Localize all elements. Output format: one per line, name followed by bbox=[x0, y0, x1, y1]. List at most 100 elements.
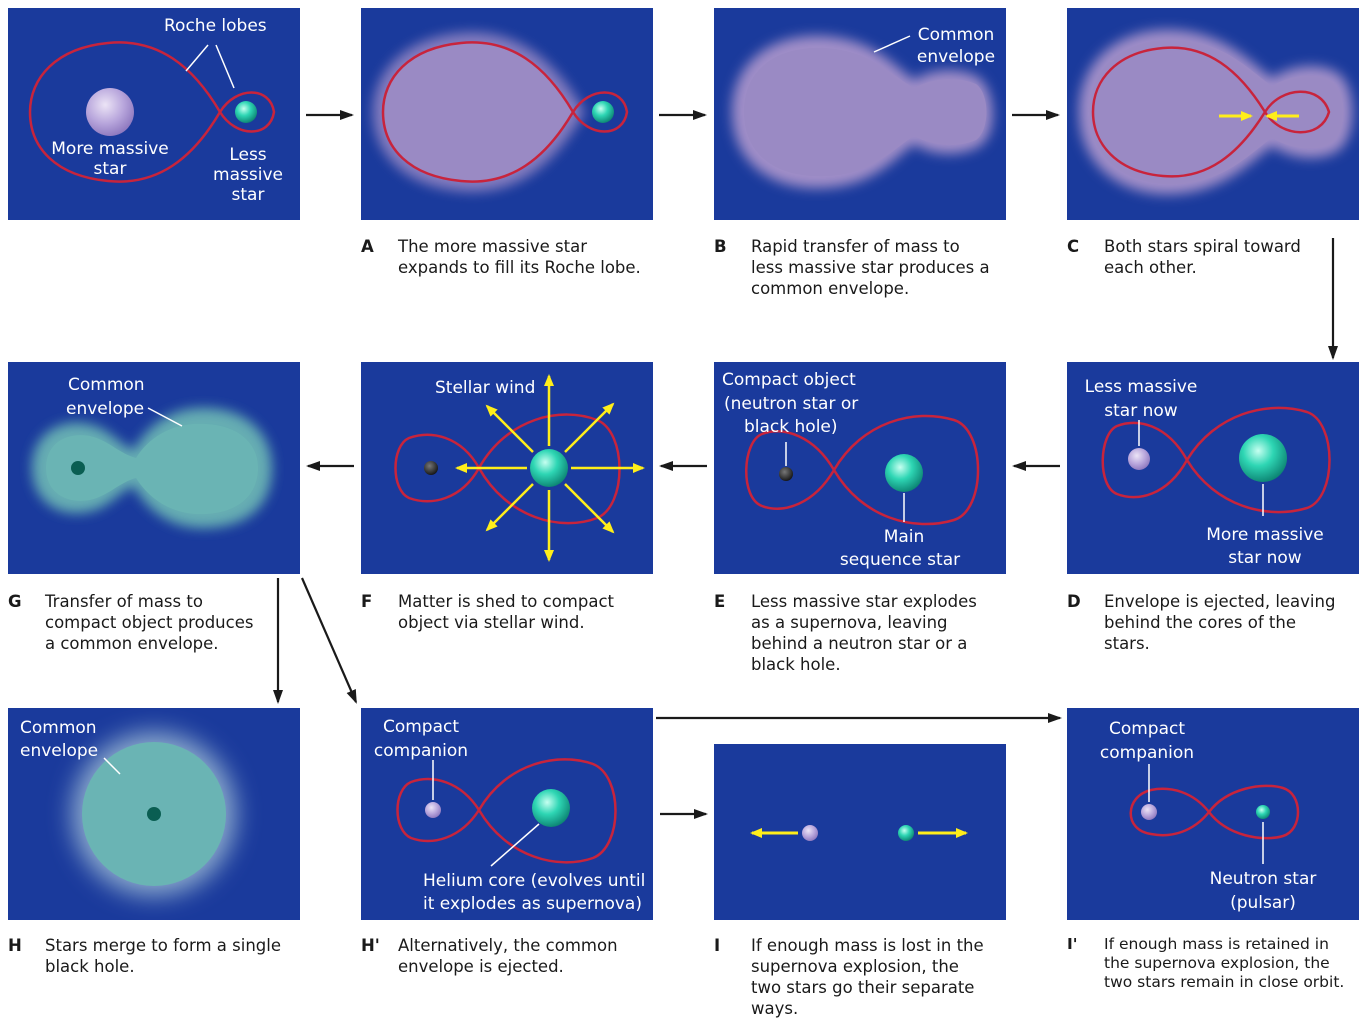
less-massive-star bbox=[235, 101, 257, 123]
filled-roche-lobe bbox=[381, 41, 575, 183]
panel-h-prime: Compact companion Helium core (evolves u… bbox=[361, 708, 653, 920]
caption-text: The more massive star expands to fill it… bbox=[398, 237, 641, 277]
compact-object bbox=[779, 467, 793, 481]
caption-a: A The more massive star expands to fill … bbox=[361, 236, 641, 278]
panel-h: Common envelope bbox=[8, 708, 300, 920]
helium-core-label: Helium core (evolves until bbox=[423, 871, 645, 891]
less-massive-now-label-2: star now bbox=[1104, 401, 1178, 421]
panel-initial-binary: Roche lobes More massive star Less massi… bbox=[8, 8, 300, 220]
black-hole bbox=[147, 807, 161, 821]
more-massive-label: More massive bbox=[51, 139, 168, 159]
caption-i: I If enough mass is lost in the supernov… bbox=[714, 935, 994, 1019]
main-sequence-label-2: sequence star bbox=[840, 550, 960, 570]
caption-b: B Rapid transfer of mass to less massive… bbox=[714, 236, 994, 299]
common-envelope-label-2: envelope bbox=[917, 47, 995, 67]
roche-lobe bbox=[745, 414, 980, 526]
caption-h-prime: H' Alternatively, the common envelope is… bbox=[361, 935, 641, 977]
caption-text: Transfer of mass to compact object produ… bbox=[45, 592, 254, 653]
caption-text: Matter is shed to compact object via ste… bbox=[398, 592, 614, 632]
less-massive-label-2: massive bbox=[213, 165, 283, 185]
caption-d: D Envelope is ejected, leaving behind th… bbox=[1067, 591, 1347, 654]
caption-letter: I bbox=[714, 936, 721, 955]
stellar-wind-label: Stellar wind bbox=[435, 378, 535, 398]
panel-b: Common envelope bbox=[714, 8, 1006, 220]
caption-text: Less massive star explodes as a supernov… bbox=[751, 592, 977, 674]
star bbox=[530, 449, 568, 487]
caption-h: H Stars merge to form a single black hol… bbox=[8, 935, 288, 977]
common-envelope-core bbox=[744, 47, 987, 177]
caption-text: Stars merge to form a single black hole. bbox=[45, 936, 281, 976]
roche-lobe bbox=[394, 413, 621, 525]
more-massive-star bbox=[86, 88, 134, 136]
caption-letter: F bbox=[361, 592, 373, 611]
more-massive-now-label: More massive bbox=[1206, 525, 1323, 545]
more-massive-now-label-2: star now bbox=[1228, 548, 1302, 568]
common-envelope-label-2: envelope bbox=[20, 741, 98, 761]
roche-lobe bbox=[1101, 406, 1331, 514]
caption-e: E Less massive star explodes as a supern… bbox=[714, 591, 994, 675]
common-envelope-core bbox=[1089, 39, 1344, 185]
caption-letter: A bbox=[361, 237, 374, 256]
common-envelope-label-2: envelope bbox=[66, 399, 144, 419]
caption-g: G Transfer of mass to compact object pro… bbox=[8, 591, 268, 654]
caption-letter: H' bbox=[361, 936, 380, 955]
caption-text: Envelope is ejected, leaving behind the … bbox=[1104, 592, 1336, 653]
caption-text: If enough mass is lost in the supernova … bbox=[751, 936, 984, 1018]
roche-lobe bbox=[28, 41, 276, 183]
panel-g: Common envelope bbox=[8, 362, 300, 574]
roche-lobe bbox=[396, 758, 617, 864]
compact-companion-label: Compact bbox=[1109, 719, 1185, 739]
stellar-wind-arrows bbox=[455, 374, 645, 562]
main-sequence-label: Main bbox=[884, 527, 925, 547]
helium-core bbox=[532, 789, 570, 827]
panel-c bbox=[1067, 8, 1359, 220]
caption-c: C Both stars spiral toward each other. bbox=[1067, 236, 1307, 278]
panel-a bbox=[361, 8, 653, 220]
caption-text: If enough mass is retained in the supern… bbox=[1104, 935, 1345, 991]
roche-lobe bbox=[1091, 46, 1331, 178]
neutron-star bbox=[1256, 805, 1270, 819]
less-massive-label: Less bbox=[229, 145, 266, 165]
panel-d: Less massive star now More massive star … bbox=[1067, 362, 1359, 574]
more-massive-star-now bbox=[1239, 434, 1287, 482]
compact-companion-label: Compact bbox=[383, 717, 459, 737]
less-massive-now-label: Less massive bbox=[1085, 377, 1198, 397]
roche-lobe-small bbox=[571, 91, 629, 133]
compact-companion bbox=[802, 825, 818, 841]
compact-companion-label-2: companion bbox=[1100, 743, 1194, 763]
neutron-star-label-2: (pulsar) bbox=[1230, 893, 1296, 913]
compact-companion-label-2: companion bbox=[374, 741, 468, 761]
panel-i-prime: Compact companion Neutron star (pulsar) bbox=[1067, 708, 1359, 920]
caption-f: F Matter is shed to compact object via s… bbox=[361, 591, 641, 633]
common-envelope-label: Common bbox=[20, 718, 97, 738]
less-massive-label-3: star bbox=[232, 185, 265, 205]
panel-f: Stellar wind bbox=[361, 362, 653, 574]
caption-letter: C bbox=[1067, 237, 1080, 256]
caption-letter: D bbox=[1067, 592, 1081, 611]
caption-letter: G bbox=[8, 592, 22, 611]
less-massive-star-now bbox=[1128, 448, 1150, 470]
arrow-g-h-prime bbox=[300, 577, 358, 704]
caption-text: Alternatively, the common envelope is ej… bbox=[398, 936, 618, 976]
compact-object bbox=[424, 461, 438, 475]
main-sequence-star bbox=[885, 454, 923, 492]
caption-letter: H bbox=[8, 936, 22, 955]
roche-lobe bbox=[1129, 784, 1300, 840]
compact-companion bbox=[1141, 804, 1157, 820]
panel-i bbox=[714, 744, 1006, 920]
caption-letter: I' bbox=[1067, 935, 1078, 953]
common-envelope-core bbox=[46, 423, 258, 515]
neutron-star bbox=[898, 825, 914, 841]
compact-object bbox=[71, 461, 85, 475]
caption-letter: E bbox=[714, 592, 726, 611]
panel-e: Compact object (neutron star or black ho… bbox=[714, 362, 1006, 574]
compact-object-label: Compact object bbox=[722, 370, 856, 390]
common-envelope-label: Common bbox=[68, 375, 145, 395]
common-envelope-label: Common bbox=[918, 25, 995, 45]
caption-text: Both stars spiral toward each other. bbox=[1104, 237, 1301, 277]
more-massive-label-2: star bbox=[94, 159, 127, 179]
compact-object-label-3: black hole) bbox=[744, 417, 838, 437]
compact-companion bbox=[425, 802, 441, 818]
helium-core-label-2: it explodes as supernova) bbox=[423, 894, 642, 914]
compact-object-label-2: (neutron star or bbox=[724, 394, 858, 414]
